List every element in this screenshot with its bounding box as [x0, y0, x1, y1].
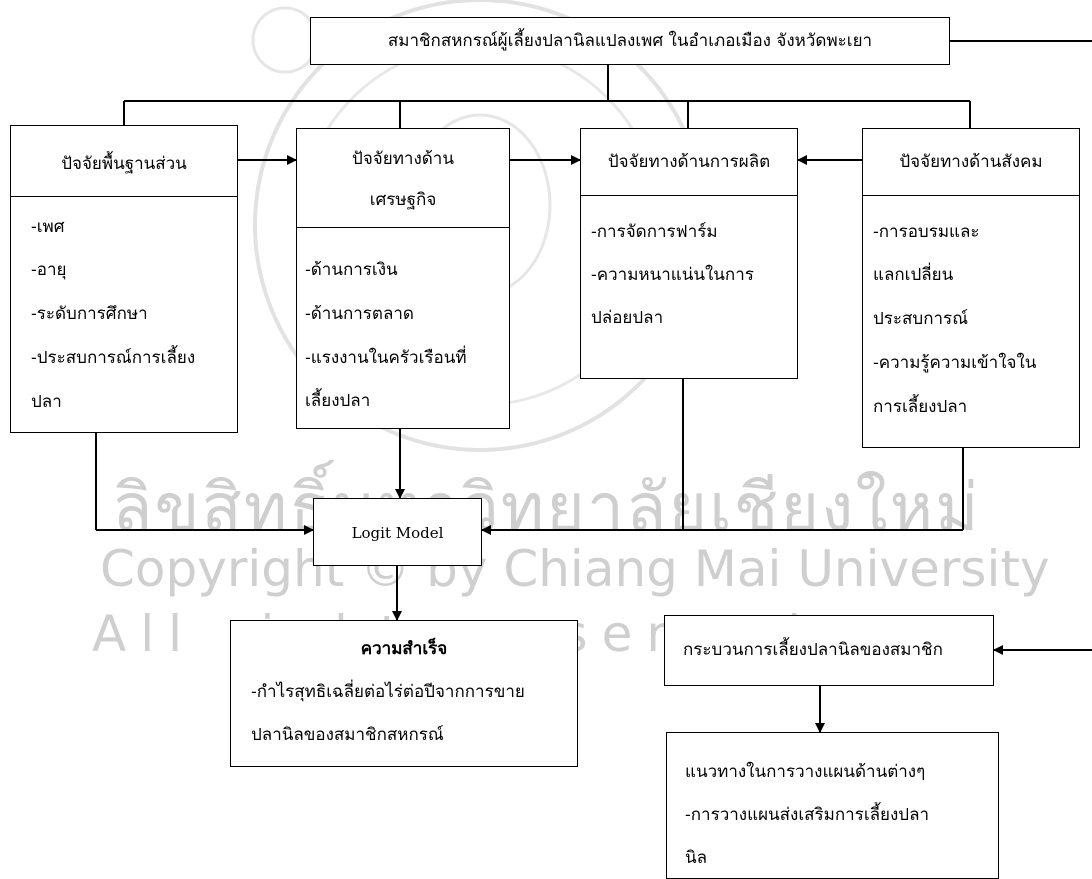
social-item-4: -ความรู้ความเข้าใจใน — [873, 353, 1037, 373]
guideline-item-1: -การวางแผนส่งเสริมการเลี้ยงปลา — [685, 805, 930, 825]
production-divider — [581, 195, 797, 196]
box-production-factors: ปัจจัยทางด้านการผลิต -การจัดการฟาร์ม -คว… — [580, 128, 798, 379]
box-success: ความสำเร็จ -กำไรสุทธิเฉลี่ยต่อไร่ต่อปีจา… — [230, 620, 578, 767]
production-item-1: -การจัดการฟาร์ม — [591, 222, 718, 242]
box-planning-guideline: แนวทางในการวางแผนด้านต่างๆ -การวางแผนส่ง… — [666, 732, 999, 879]
box-logit-model: Logit Model — [313, 498, 482, 566]
top-box-label: สมาชิกสหกรณ์ผู้เลี้ยงปลานิลแปลงเพศ ในอำเ… — [387, 31, 873, 51]
personal-title: ปัจจัยพื้นฐานส่วน — [61, 154, 187, 174]
production-title: ปัจจัยทางด้านการผลิต — [607, 152, 771, 172]
economic-title-line-1: ปัจจัยทางด้าน — [352, 149, 454, 169]
social-item-1: -การอบรมและ — [873, 222, 980, 242]
personal-divider — [11, 196, 237, 197]
box-social-factors: ปัจจัยทางด้านสังคม -การอบรมและ แลกเปลี่ย… — [862, 128, 1080, 448]
guideline-title: แนวทางในการวางแผนด้านต่างๆ — [685, 762, 926, 782]
logit-label: Logit Model — [351, 524, 444, 542]
production-item-2: -ความหนาแน่นในการ — [591, 265, 754, 285]
economic-item-1: -ด้านการเงิน — [305, 260, 398, 280]
personal-item-2: -อายุ — [31, 260, 67, 280]
personal-item-3: -ระดับการศึกษา — [31, 304, 148, 324]
social-title: ปัจจัยทางด้านสังคม — [899, 152, 1043, 172]
personal-item-1: -เพศ — [31, 217, 65, 237]
top-box-members: สมาชิกสหกรณ์ผู้เลี้ยงปลานิลแปลงเพศ ในอำเ… — [310, 17, 950, 65]
social-item-3: ประสบการณ์ — [873, 309, 968, 329]
economic-item-3: -แรงงานในครัวเรือนที่ — [305, 348, 467, 368]
social-item-5: การเลี้ยงปลา — [873, 397, 968, 417]
personal-item-4: -ประสบการณ์การเลี้ยง — [31, 348, 196, 368]
success-title: ความสำเร็จ — [360, 639, 448, 659]
economic-divider — [297, 227, 509, 228]
social-divider — [863, 195, 1079, 196]
success-item-2: ปลานิลของสมาชิกสหกรณ์ — [251, 725, 444, 745]
personal-item-5: ปลา — [31, 392, 62, 412]
guideline-item-2: นิล — [685, 848, 708, 868]
success-item-1: -กำไรสุทธิเฉลี่ยต่อไร่ต่อปีจากการขาย — [251, 682, 525, 702]
box-economic-factors: ปัจจัยทางด้าน เศรษฐกิจ -ด้านการเงิน -ด้า… — [296, 128, 510, 429]
social-item-2: แลกเปลี่ยน — [873, 265, 954, 285]
process-label: กระบวนการเลี้ยงปลานิลของสมาชิก — [683, 640, 943, 660]
box-farming-process: กระบวนการเลี้ยงปลานิลของสมาชิก — [664, 615, 994, 686]
economic-item-4: เลี้ยงปลา — [305, 391, 371, 411]
production-item-3: ปล่อยปลา — [591, 308, 664, 328]
economic-title-line-2: เศรษฐกิจ — [369, 190, 437, 210]
economic-item-2: -ด้านการตลาด — [305, 304, 414, 324]
box-personal-factors: ปัจจัยพื้นฐานส่วน -เพศ -อายุ -ระดับการศึ… — [10, 125, 238, 433]
